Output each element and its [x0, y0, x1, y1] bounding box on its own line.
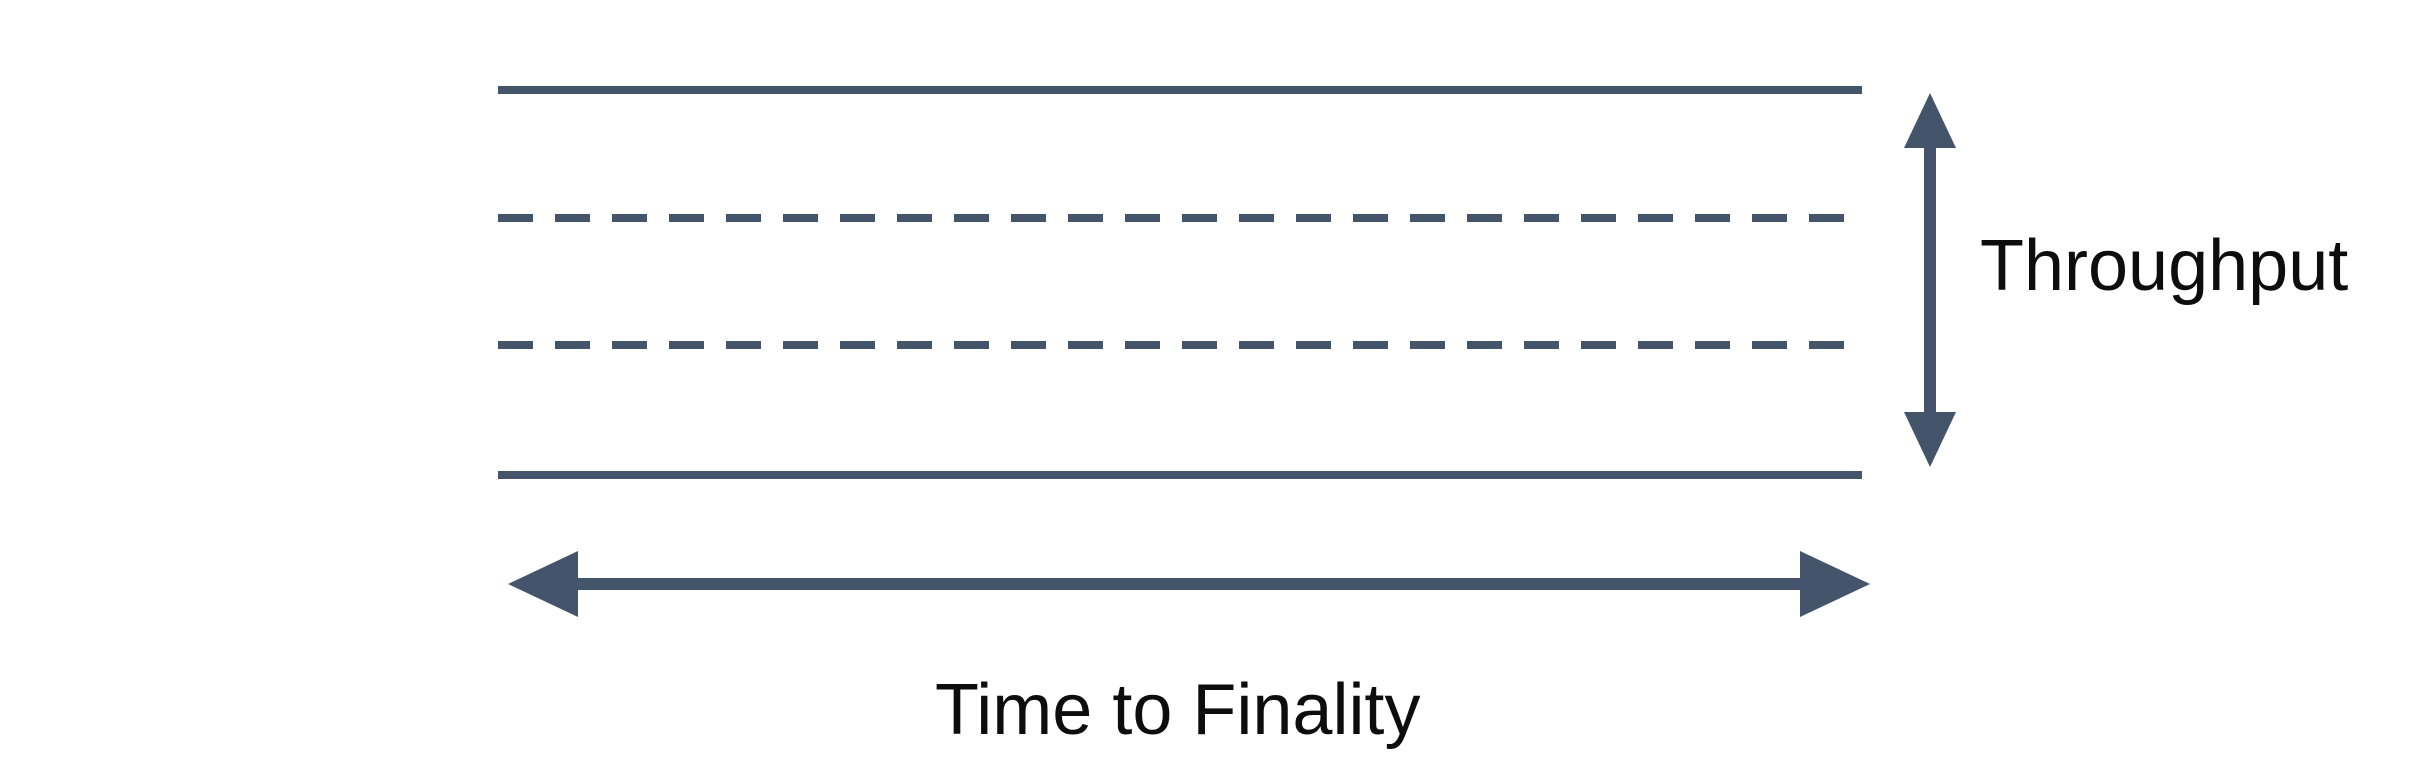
time-to-finality-axis-label: Time to Finality	[935, 670, 1421, 750]
throughput-axis-label: Throughput	[1980, 226, 2349, 306]
time-to-finality-arrow-head-right	[1800, 551, 1870, 617]
throughput-arrow	[1904, 93, 1956, 467]
throughput-arrow-head-down	[1904, 412, 1956, 467]
throughput-arrow-head-up	[1904, 93, 1956, 148]
time-to-finality-arrow	[508, 551, 1870, 617]
throughput-arrow-shaft	[1924, 148, 1936, 412]
time-to-finality-arrow-head-left	[508, 551, 578, 617]
time-to-finality-arrow-shaft	[578, 578, 1800, 590]
lane-lines-group	[498, 86, 1862, 479]
